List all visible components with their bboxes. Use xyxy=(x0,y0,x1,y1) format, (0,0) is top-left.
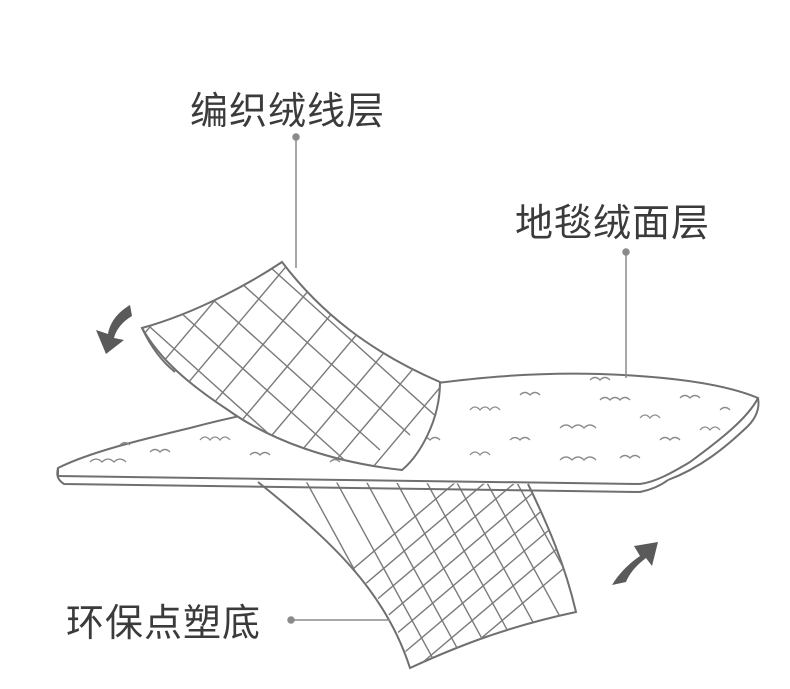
leader-dot-base xyxy=(287,616,295,624)
base-layer-label: 环保点塑底 xyxy=(66,601,262,645)
knit-layer-label: 编织绒线层 xyxy=(190,89,386,133)
arrow-down-left-icon xyxy=(96,305,132,354)
pile-layer-label: 地毯绒面层 xyxy=(515,201,711,245)
base-mesh-layer xyxy=(257,481,578,670)
pile-slab-side-edge xyxy=(667,397,760,481)
arrow-up-right-icon xyxy=(612,542,658,585)
leader-dot-pile xyxy=(622,248,630,256)
pile-slab-front-edge xyxy=(56,467,669,494)
knit-mesh-outline xyxy=(140,260,442,472)
knit-mesh-curl-edge xyxy=(141,327,176,373)
leader-lines xyxy=(287,133,630,624)
leader-dot-knit xyxy=(292,133,300,141)
